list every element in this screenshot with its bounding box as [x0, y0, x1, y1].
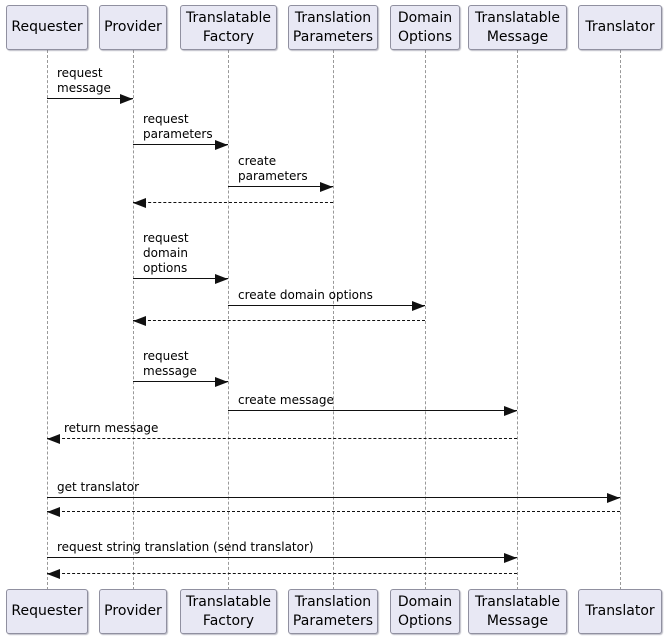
lifeline-requester	[47, 50, 48, 590]
message-label-4: request domain options	[143, 231, 189, 275]
arrowhead-5	[412, 301, 425, 311]
actor-label-provider: Provider	[104, 603, 162, 620]
message-line-9	[47, 438, 517, 439]
actor-box-top-requester: Requester	[6, 5, 88, 50]
actor-label-translatable-message: Translatable Message	[475, 594, 560, 629]
arrowhead-0	[120, 94, 133, 104]
actor-box-bottom-translatable-message: Translatable Message	[468, 589, 567, 634]
message-line-6	[133, 320, 425, 321]
message-label-10: get translator	[57, 480, 140, 494]
actor-box-bottom-translation-parameters: Translation Parameters	[288, 589, 378, 634]
actor-label-translation-parameters: Translation Parameters	[292, 594, 374, 629]
arrowhead-11	[47, 507, 60, 517]
lifeline-translatable-message	[517, 50, 518, 590]
arrowhead-12	[504, 553, 517, 563]
actor-box-bottom-provider: Provider	[99, 589, 167, 634]
message-line-8	[228, 410, 517, 411]
actor-box-top-translatable-factory: Translatable Factory	[180, 5, 277, 50]
actor-label-translatable-message: Translatable Message	[475, 10, 560, 45]
actor-box-top-translatable-message: Translatable Message	[468, 5, 567, 50]
actor-box-bottom-requester: Requester	[6, 589, 88, 634]
message-line-4	[133, 278, 228, 279]
message-line-2	[228, 186, 333, 187]
arrowhead-9	[47, 434, 60, 444]
actor-box-top-translator: Translator	[578, 5, 662, 50]
message-line-11	[47, 511, 620, 512]
message-line-7	[133, 381, 228, 382]
actor-label-requester: Requester	[11, 603, 83, 620]
arrowhead-1	[215, 140, 228, 150]
arrowhead-4	[215, 274, 228, 284]
actor-label-translatable-factory: Translatable Factory	[186, 594, 271, 629]
actor-box-bottom-translatable-factory: Translatable Factory	[180, 589, 277, 634]
message-line-5	[228, 305, 425, 306]
message-line-0	[47, 98, 133, 99]
arrowhead-3	[133, 198, 146, 208]
message-line-13	[47, 573, 517, 574]
lifeline-translator	[620, 50, 621, 590]
actor-box-top-domain-options: Domain Options	[390, 5, 460, 50]
message-line-10	[47, 497, 620, 498]
message-line-1	[133, 144, 228, 145]
arrowhead-7	[215, 377, 228, 387]
actor-box-top-provider: Provider	[99, 5, 167, 50]
message-label-0: request message	[57, 66, 111, 95]
actor-label-domain-options: Domain Options	[397, 10, 453, 45]
actor-label-translator: Translator	[585, 19, 655, 36]
actor-label-translatable-factory: Translatable Factory	[186, 10, 271, 45]
lifeline-domain-options	[425, 50, 426, 590]
message-label-2: create parameters	[238, 154, 308, 183]
message-label-7: request message	[143, 349, 197, 378]
arrowhead-10	[607, 493, 620, 503]
arrowhead-2	[320, 182, 333, 192]
actor-label-translation-parameters: Translation Parameters	[292, 10, 374, 45]
message-line-3	[133, 202, 333, 203]
arrowhead-6	[133, 316, 146, 326]
message-label-12: request string translation (send transla…	[57, 540, 314, 554]
actor-box-bottom-domain-options: Domain Options	[390, 589, 460, 634]
message-label-5: create domain options	[238, 288, 373, 302]
actor-box-bottom-translator: Translator	[578, 589, 662, 634]
actor-label-domain-options: Domain Options	[397, 594, 453, 629]
message-line-12	[47, 557, 517, 558]
arrowhead-13	[47, 569, 60, 579]
arrowhead-8	[504, 406, 517, 416]
message-label-9: return message	[64, 421, 159, 435]
actor-box-top-translation-parameters: Translation Parameters	[288, 5, 378, 50]
message-label-8: create message	[238, 393, 334, 407]
actor-label-requester: Requester	[11, 19, 83, 36]
actor-label-translator: Translator	[585, 603, 655, 620]
actor-label-provider: Provider	[104, 19, 162, 36]
message-label-1: request parameters	[143, 112, 213, 141]
